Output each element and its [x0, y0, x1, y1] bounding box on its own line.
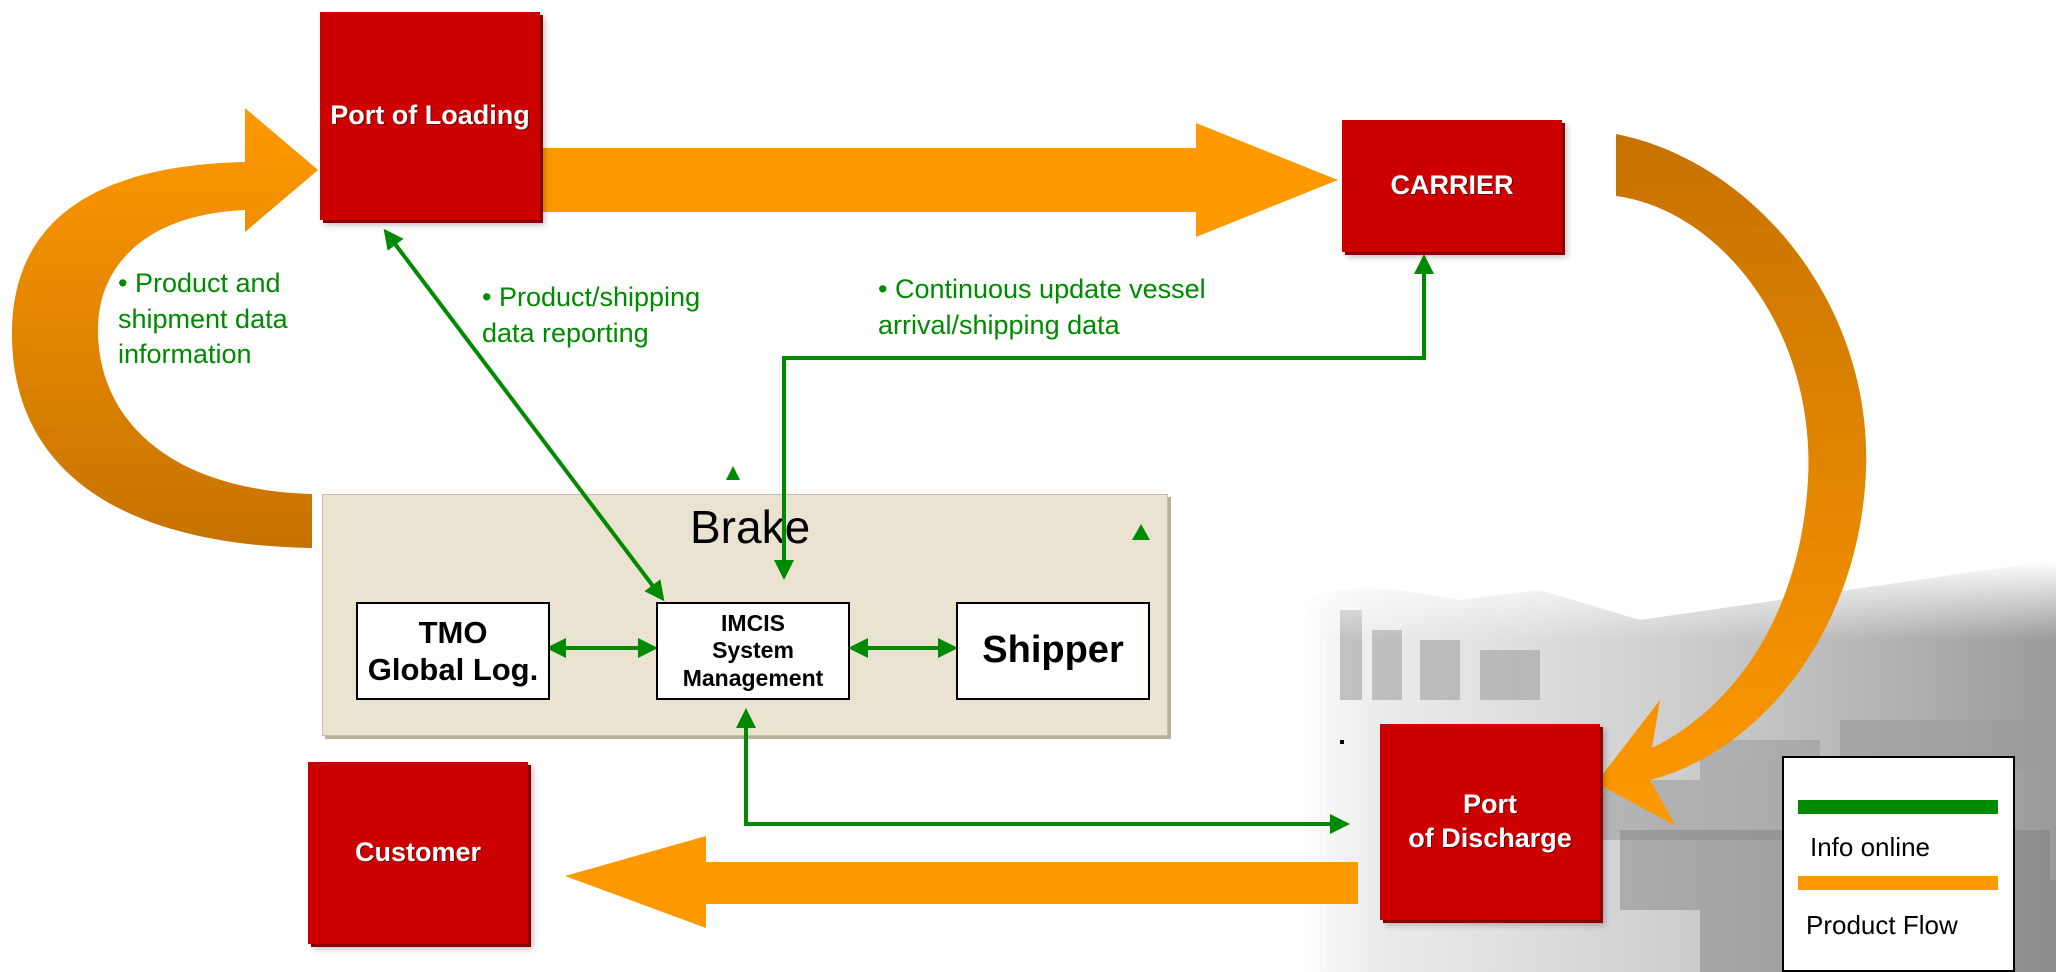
tmo-line1: TMO	[418, 614, 488, 650]
annotation-line: • Product and	[118, 268, 281, 298]
port-of-discharge-line1: Port	[1462, 789, 1517, 820]
legend-info-online-label: Info online	[1810, 832, 1930, 862]
info-line-imcis-discharge	[736, 708, 1350, 834]
annotation-line: data reporting	[482, 317, 649, 348]
port-of-loading-label: Port of Loading	[330, 100, 530, 131]
port-of-loading-node: Port of Loading	[320, 12, 540, 220]
stray-arrowhead-1	[726, 466, 740, 480]
info-line-loading-imcis	[383, 228, 665, 602]
flow-arrow-left-loop	[11, 108, 318, 548]
stray-arrowhead-2	[1132, 524, 1150, 540]
stray-dot	[1340, 740, 1344, 744]
shipper-label: Shipper	[982, 629, 1124, 672]
legend-product-flow-label: Product Flow	[1806, 910, 1958, 940]
tmo-line2: Global Log.	[367, 652, 539, 687]
annotation-line: • Continuous update vessel	[878, 274, 1206, 304]
port-of-discharge-line2: of Discharge	[1408, 823, 1572, 853]
flow-arrow-loading-to-carrier	[540, 123, 1338, 237]
flow-arrow-right-loop	[1596, 134, 1867, 826]
legend-info-online-swatch	[1798, 800, 1998, 814]
legend: Info online Product Flow	[1782, 756, 2015, 972]
imcis-line2: System	[712, 637, 794, 664]
legend-product-flow-swatch	[1798, 876, 1998, 890]
port-of-discharge-node: Port of Discharge	[1380, 724, 1600, 920]
annotation-line: information	[118, 339, 252, 370]
carrier-label: CARRIER	[1390, 170, 1514, 201]
imcis-box: IMCIS System Management	[656, 602, 850, 700]
imcis-line1: IMCIS	[721, 609, 785, 636]
annotation-continuous-update: • Continuous update vessel arrival/shipp…	[878, 272, 1206, 343]
annotation-line: • Product/shipping	[482, 282, 701, 312]
tmo-global-log-box: TMO Global Log.	[356, 602, 550, 700]
info-line-carrier-imcis	[774, 254, 1434, 580]
flow-arrow-discharge-to-customer	[565, 836, 1358, 928]
imcis-line3: Management	[682, 664, 824, 691]
customer-node: Customer	[308, 762, 528, 944]
annotation-line: arrival/shipping data	[878, 309, 1120, 340]
annotation-product-shipping: • Product/shipping data reporting	[482, 280, 700, 351]
annotation-line: shipment data	[118, 303, 288, 334]
shipper-box: Shipper	[956, 602, 1150, 700]
carrier-node: CARRIER	[1342, 120, 1562, 252]
annotation-product-shipment: • Product and shipment data information	[118, 266, 288, 373]
customer-label: Customer	[354, 837, 482, 868]
